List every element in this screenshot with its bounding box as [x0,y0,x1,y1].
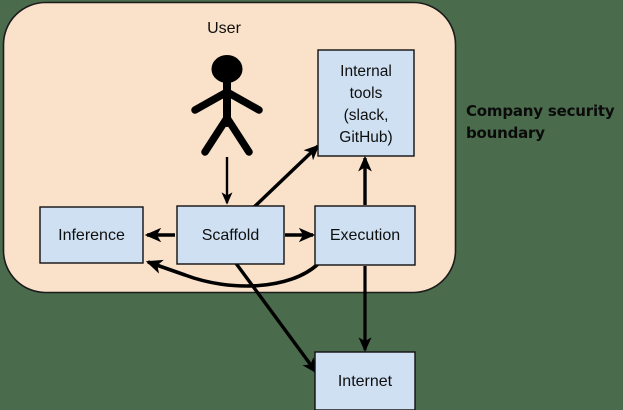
node-scaffold[interactable]: Scaffold [176,205,285,265]
node-internal-tools-line-1: tools [350,85,383,102]
node-internet-label: Internet [338,373,393,390]
edge-scaffold-to-internal-tools [250,144,320,211]
stick-figure-person-icon [191,55,263,156]
node-execution-label: Execution [330,227,400,244]
node-execution[interactable]: Execution [314,205,416,266]
node-scaffold-label: Scaffold [202,227,260,244]
boundary-label-line1: Company security [466,102,615,120]
node-internal-tools-line-0: Internal [340,63,392,80]
node-internal-tools-line-3: GitHub) [339,129,392,146]
node-internal-tools-line-2: (slack, [344,107,389,124]
edge-execution-to-inference [145,259,320,288]
boundary-label-line2: boundary [466,124,545,142]
node-internal-tools[interactable]: Internal tools (slack, GitHub) [317,49,415,157]
edge-scaffold-to-internet [233,260,318,374]
user-label: User [207,20,241,37]
node-internet[interactable]: Internet [314,351,416,410]
node-inference-label: Inference [58,227,125,244]
node-inference[interactable]: Inference [39,206,144,264]
